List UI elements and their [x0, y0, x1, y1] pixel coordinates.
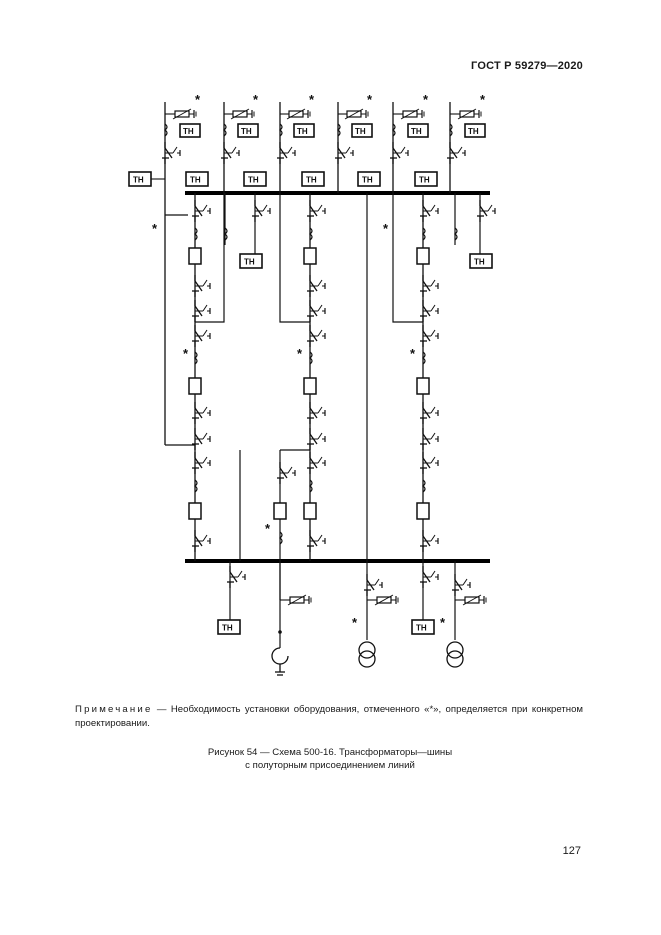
svg-text:*: * [152, 221, 158, 236]
svg-text:ТН: ТН [362, 176, 373, 185]
svg-text:*: * [195, 92, 201, 107]
svg-text:ТН: ТН [241, 127, 252, 136]
svg-text:ТН: ТН [468, 127, 479, 136]
svg-text:*: * [253, 92, 259, 107]
svg-text:*: * [367, 92, 373, 107]
svg-text:*: * [410, 346, 416, 361]
svg-text:ТН: ТН [306, 176, 317, 185]
single-line-diagram: ТН ТН ТН ТН ТН ТН ТН ТН ТН ТН ТН ТН * * … [128, 92, 496, 676]
svg-text:ТН: ТН [244, 258, 255, 267]
chain-left [188, 193, 211, 561]
svg-text:ТН: ТН [355, 127, 366, 136]
svg-text:*: * [480, 92, 486, 107]
svg-text:ТН: ТН [222, 624, 233, 633]
svg-text:*: * [383, 221, 389, 236]
svg-text:ТН: ТН [474, 258, 485, 267]
svg-text:ТН: ТН [419, 176, 430, 185]
svg-text:ТН: ТН [248, 176, 259, 185]
top-feeder-arresters [165, 108, 482, 120]
svg-text:*: * [265, 521, 271, 536]
note-lead: Примечание [75, 704, 153, 715]
caption-line-2: с полуторным присоединением линий [245, 760, 415, 771]
note-text: — Необходимость установки оборудования, … [75, 704, 583, 729]
svg-text:ТН: ТН [133, 176, 144, 185]
top-feeder-switches [161, 141, 466, 165]
svg-text:ТН: ТН [297, 127, 308, 136]
caption-line-1: Рисунок 54 — Схема 500-16. Трансформатор… [207, 747, 453, 758]
svg-text:ТН: ТН [190, 176, 201, 185]
svg-text:ТН: ТН [411, 127, 422, 136]
svg-text:ТН: ТН [416, 624, 427, 633]
svg-text:*: * [440, 615, 446, 630]
chain-right [416, 193, 439, 561]
note-paragraph: Примечание — Необходимость установки обо… [75, 703, 583, 731]
figure-caption: Рисунок 54 — Схема 500-16. Трансформатор… [150, 746, 510, 772]
svg-text:*: * [423, 92, 429, 107]
page-number: 127 [562, 845, 581, 857]
standard-designation: ГОСТ Р 59279—2020 [471, 60, 583, 72]
svg-text:*: * [183, 346, 189, 361]
chain-middle [303, 193, 326, 561]
svg-text:*: * [352, 615, 358, 630]
svg-text:*: * [309, 92, 315, 107]
tn-boxes-upper: ТН ТН ТН ТН ТН ТН ТН ТН ТН ТН ТН ТН [128, 123, 486, 187]
svg-text:ТН: ТН [183, 127, 194, 136]
svg-text:*: * [297, 346, 303, 361]
asterisks-top: * * * * * * * * * * * * * * [152, 92, 486, 630]
